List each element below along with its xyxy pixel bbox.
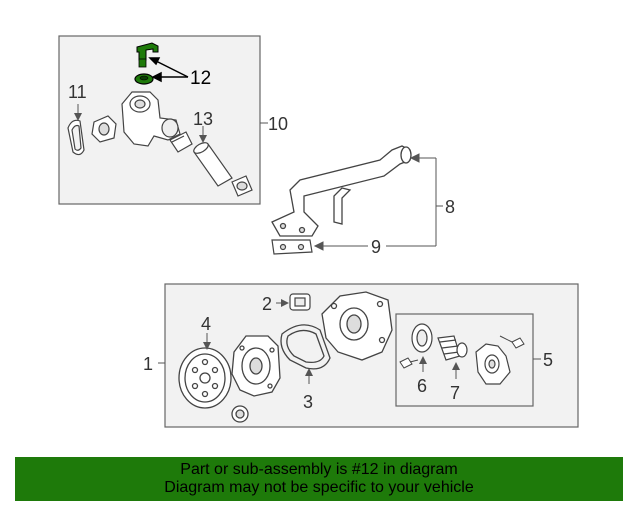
thermostat-housing	[121, 91, 181, 147]
hose-clamp	[169, 131, 193, 153]
bolt-small-right	[499, 335, 525, 349]
pipe-gasket	[271, 239, 313, 255]
callout-8: 8	[445, 197, 455, 217]
callout-7: 7	[450, 383, 460, 403]
callout-13: 13	[193, 109, 213, 129]
banner-line-1: Part or sub-assembly is #12 in diagram	[180, 461, 458, 478]
part-6-gasket	[411, 323, 433, 353]
info-banner: Part or sub-assembly is #12 in diagram D…	[15, 457, 623, 501]
part-11-gasket	[67, 119, 85, 156]
water-pump-group: 1 4	[143, 283, 579, 428]
thermostat-housing-group: 12 11 13	[58, 35, 288, 205]
part-3-gasket	[280, 324, 331, 370]
callout-3: 3	[303, 392, 313, 412]
callout-10: 10	[268, 114, 288, 134]
bolt-small-left	[399, 357, 419, 369]
pump-housing	[321, 291, 393, 361]
water-pipe	[271, 145, 412, 237]
hose-clamp-lower	[231, 175, 253, 197]
part-13-hose	[193, 142, 233, 187]
part-12-bolt-and-seal[interactable]	[134, 42, 159, 85]
callout-4: 4	[201, 314, 211, 334]
pump-seal	[231, 405, 249, 423]
part-7-thermostat	[437, 335, 468, 361]
callout-11: 11	[68, 82, 87, 102]
part-4-pulley	[178, 347, 232, 409]
housing-seal	[91, 115, 117, 143]
callout-6: 6	[417, 376, 427, 396]
water-pump	[231, 335, 281, 397]
callout-2: 2	[262, 294, 272, 314]
callout-12: 12	[190, 68, 211, 89]
callout-12-leaders	[148, 57, 189, 83]
callout-1: 1	[143, 354, 153, 374]
callout-8-9-leaders	[313, 153, 443, 251]
thermostat-outlet	[475, 343, 511, 385]
callout-9: 9	[371, 237, 381, 257]
callout-5: 5	[543, 350, 553, 370]
part-2-gasket	[289, 293, 311, 311]
banner-line-2: Diagram may not be specific to your vehi…	[164, 479, 474, 496]
